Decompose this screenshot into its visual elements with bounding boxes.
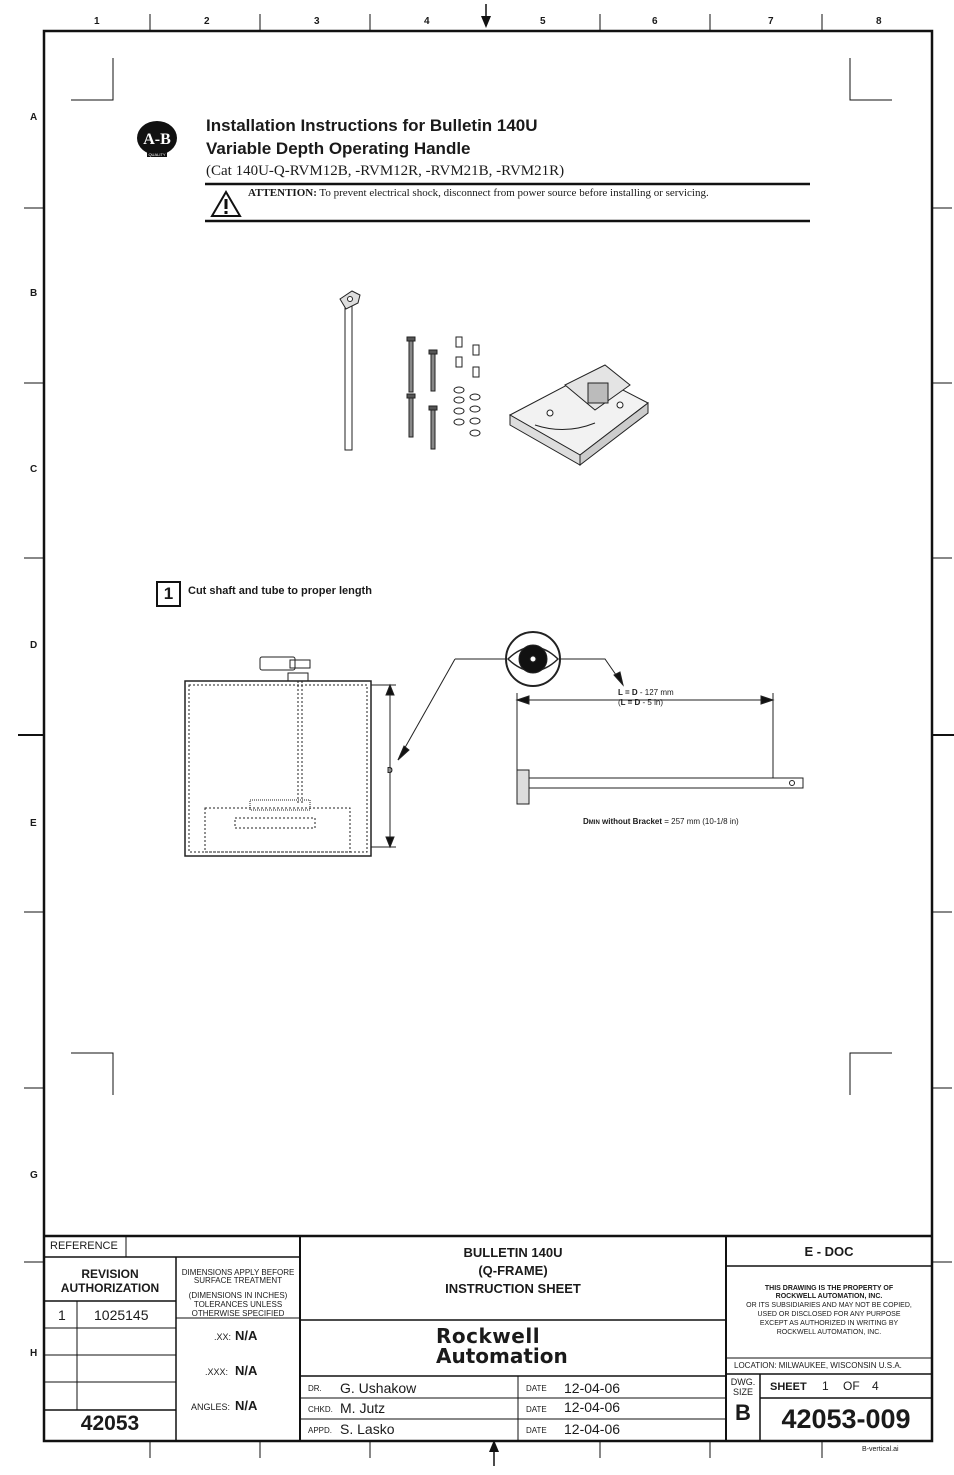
zone-row-d: D [30,640,38,651]
dwg-size-label-1: DWG. [730,1377,756,1387]
revision-label-2: AUTHORIZATION [60,1281,160,1295]
sheet-label: SHEET [770,1381,807,1393]
drawing-title-3: INSTRUCTION SHEET [445,1281,581,1296]
revision-authorization: 1025145 [94,1307,149,1323]
attention-notice: ATTENTION: To prevent electrical shock, … [248,187,709,199]
warning-triangle-icon [210,190,242,217]
property-line-1: THIS DRAWING IS THE PROPERTY OF [764,1285,894,1292]
formula-mm: L = D - 127 mm [618,688,674,697]
formula-mm-suffix: - 127 mm [637,688,674,697]
dims-line-2: SURFACE TREATMENT [193,1276,283,1285]
formula-in-open: ( [618,698,621,707]
dmin-bold: without Bracket [599,817,663,826]
tolerance-xxx-label: .XXX: [205,1367,229,1377]
property-line-4: USED OR DISCLOSED FOR ANY PURPOSE [757,1311,901,1318]
attention-label: ATTENTION: [248,187,317,199]
allen-bradley-logo: A-B QUALITY [137,121,177,157]
edoc-label: E - DOC [804,1244,854,1259]
zone-col-2: 2 [204,16,210,27]
cut-length-illustration [184,631,804,857]
tolerance-angles-value: N/A [235,1398,258,1413]
revision-label-1: REVISION [81,1267,139,1281]
drawing-title-1: BULLETIN 140U [463,1245,563,1260]
document-number: 42053-009 [781,1404,911,1434]
dmin-d: D [583,817,589,826]
svg-text:QUALITY: QUALITY [148,152,165,157]
zone-row-a: A [30,112,38,123]
dmin-value: = 257 mm (10-1/8 in) [662,817,739,826]
parts-illustration [339,290,649,467]
file-name: B-vertical.ai [862,1446,899,1453]
tolerance-xx-label: .XX: [214,1332,232,1342]
reference-label: REFERENCE [50,1240,118,1252]
dims-line-4: TOLERANCES UNLESS [193,1300,283,1309]
dims-line-3: (DIMENSIONS IN INCHES) [188,1291,288,1300]
document-number-short: 42053 [80,1412,140,1435]
title-line-1: Installation Instructions for Bulletin 1… [206,116,538,135]
drawn-by-label: DR. [308,1384,322,1393]
svg-text:A-B: A-B [143,131,171,148]
zone-row-c: C [30,464,38,475]
zone-col-3: 3 [314,16,320,27]
dmin-note: DMIN without Bracket = 257 mm (10-1/8 in… [583,817,739,826]
drawn-date-label: DATE [526,1384,547,1393]
dims-line-1: DIMENSIONS APPLY BEFORE [181,1268,295,1277]
step-instruction: Cut shaft and tube to proper length [188,585,372,597]
checked-date: 12-04-06 [564,1399,621,1415]
approved-by-label: APPD. [308,1426,333,1435]
zone-col-6: 6 [652,16,658,27]
property-line-5: EXCEPT AS AUTHORIZED IN WRITING BY [759,1320,899,1327]
formula-in: (L = D - 5 in) [618,698,663,707]
catalog-numbers: (Cat 140U-Q-RVM12B, -RVM12R, -RVM21B, -R… [206,163,565,179]
checked-date-label: DATE [526,1405,547,1414]
attention-text: To prevent electrical shock, disconnect … [316,187,709,199]
sheet-number: 1 [822,1379,829,1393]
zone-row-h: H [30,1348,38,1359]
zone-col-8: 8 [876,16,882,27]
dwg-size-value: B [735,1400,751,1425]
checked-by-name: M. Jutz [340,1400,386,1416]
formula-in-prefix: L = D [620,698,641,707]
dims-line-5: OTHERWISE SPECIFIED [191,1309,285,1318]
zone-row-g: G [30,1170,38,1181]
sheet-total: 4 [872,1379,879,1393]
tolerance-xx-value: N/A [235,1328,258,1343]
formula-in-suffix: - 5 in) [640,698,663,707]
property-line-6: ROCKWELL AUTOMATION, INC. [776,1329,882,1336]
dmin-sub: MIN [588,820,600,826]
depth-label: D [387,766,393,775]
drawn-by-name: G. Ushakow [340,1380,417,1396]
drawn-date: 12-04-06 [564,1380,621,1396]
zone-col-4: 4 [424,16,430,27]
tolerance-angles-label: ANGLES: [191,1402,231,1412]
revision-number: 1 [58,1307,66,1323]
formula-mm-prefix: L = D [618,688,638,697]
tolerance-xxx-value: N/A [235,1363,258,1378]
approved-date-label: DATE [526,1426,547,1435]
zone-col-1: 1 [94,16,100,27]
company-name-2: Automation [436,1344,568,1368]
dwg-size-label-2: SIZE [732,1387,753,1397]
property-line-2: ROCKWELL AUTOMATION, INC. [775,1293,883,1300]
company-name-1: Rockwell [436,1324,541,1348]
sheet-of-label: OF [843,1379,860,1393]
zone-row-b: B [30,288,38,299]
drawing-title-2: (Q-FRAME) [478,1263,548,1278]
location-text: LOCATION: MILWAUKEE, WISCONSIN U.S.A. [734,1361,902,1370]
checked-by-label: CHKD. [308,1405,333,1414]
zone-col-7: 7 [768,16,774,27]
property-line-3: OR ITS SUBSIDIARIES AND MAY NOT BE COPIE… [746,1302,912,1309]
zone-col-5: 5 [540,16,546,27]
step-number: 1 [156,581,181,607]
zone-row-e: E [30,818,37,829]
title-line-2: Variable Depth Operating Handle [206,139,471,158]
approved-by-name: S. Lasko [340,1421,395,1437]
approved-date: 12-04-06 [564,1421,621,1437]
